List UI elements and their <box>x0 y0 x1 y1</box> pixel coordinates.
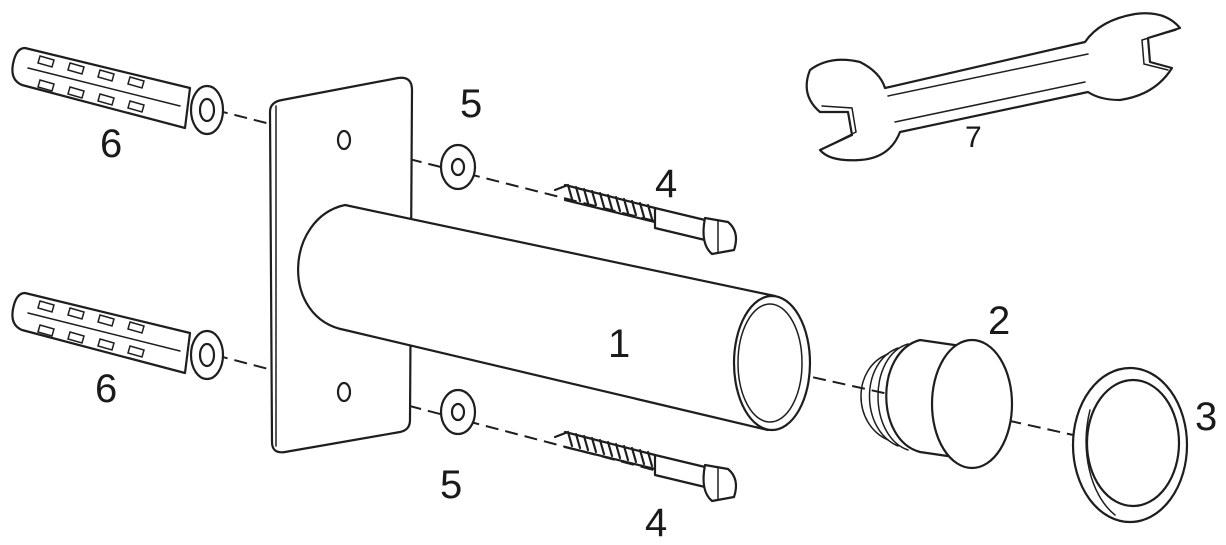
callout-end-plug: 2 <box>988 299 1010 343</box>
callout-screw-top: 4 <box>655 162 677 206</box>
callout-washer-bottom: 5 <box>440 463 462 507</box>
wall-anchor-top <box>11 46 225 136</box>
screw-bottom <box>553 430 738 503</box>
tube-part <box>297 203 812 432</box>
washer-top <box>439 143 477 191</box>
wall-anchor-bottom <box>11 291 225 381</box>
end-plug-cap <box>930 338 1014 470</box>
tube-open-end <box>732 294 812 432</box>
callout-tube: 1 <box>608 322 630 366</box>
callout-washer-top: 5 <box>460 82 482 126</box>
callout-cover-ring: 3 <box>1195 395 1217 439</box>
callout-anchor-top: 6 <box>100 122 122 166</box>
wrench-tool <box>805 12 1182 162</box>
callout-labels: 1 2 3 4 4 5 5 6 6 7 <box>95 82 1217 545</box>
plate-hole-bottom <box>336 381 352 403</box>
callout-wrench: 7 <box>965 121 982 154</box>
plate-hole-top <box>336 129 352 151</box>
washer-bottom <box>439 388 477 436</box>
callout-anchor-bottom: 6 <box>95 367 117 411</box>
callout-screw-bottom: 4 <box>645 501 667 545</box>
screw-top <box>553 183 738 256</box>
cover-ring <box>1071 366 1189 524</box>
end-plug <box>860 338 1014 470</box>
